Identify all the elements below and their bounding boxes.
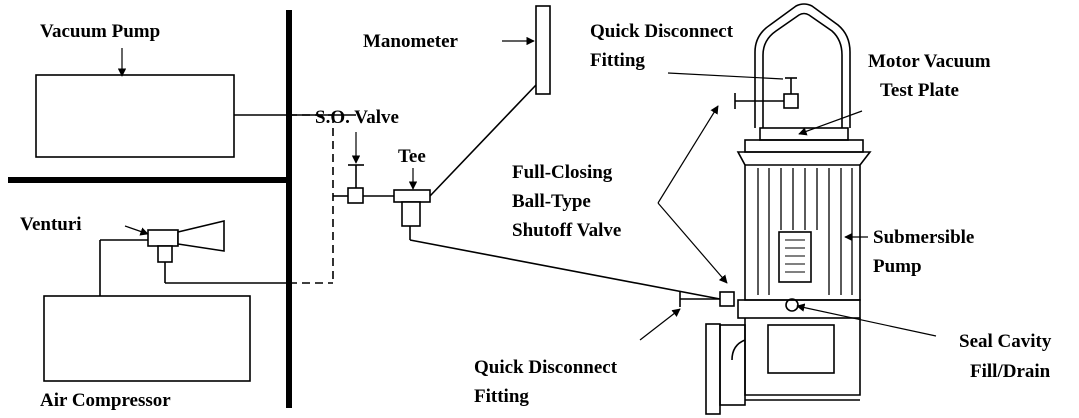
quick-disconnect-bottom-label-line1: Quick Disconnect [474,357,618,378]
quick-disconnect-top-label-line1: Quick Disconnect [590,21,734,42]
submersible-pump-drawing [705,3,872,415]
venturi-label: Venturi [20,214,82,235]
quick-disconnect-bottom-label-line2: Fitting [474,386,529,407]
tee-label: Tee [398,146,426,167]
full-closing-label-line3: Shutoff Valve [512,220,622,241]
manometer-gauge [535,5,551,95]
vacuum-pump-label: Vacuum Pump [40,21,161,42]
dashed-connections [289,114,334,284]
so-valve-label: S.O. Valve [315,107,399,128]
motor-vacuum-label-line2: Test Plate [880,80,959,101]
full-closing-label-line2: Ball-Type [512,191,591,212]
seal-cavity-label-line2: Fill/Drain [970,361,1051,382]
quick-disconnect-fittings [679,77,799,307]
motor-vacuum-label-line1: Motor Vacuum [868,51,991,72]
venturi-line [164,262,289,284]
submersible-pump-label-line2: Pump [873,256,922,277]
air-compressor-box [43,239,251,382]
seal-cavity-label-line1: Seal Cavity [959,331,1052,352]
leader-arrows [117,36,937,341]
venturi-fitting [147,219,225,263]
manometer-label: Manometer [363,31,458,52]
quick-disconnect-top-label-line2: Fitting [590,50,645,71]
so-valve-and-tee [333,84,721,300]
air-compressor-label: Air Compressor [40,390,171,411]
wall-lines [8,10,292,408]
submersible-pump-label-line1: Submersible [873,227,975,248]
vacuum-pump-box [35,74,356,158]
full-closing-label-line1: Full-Closing [512,162,613,183]
